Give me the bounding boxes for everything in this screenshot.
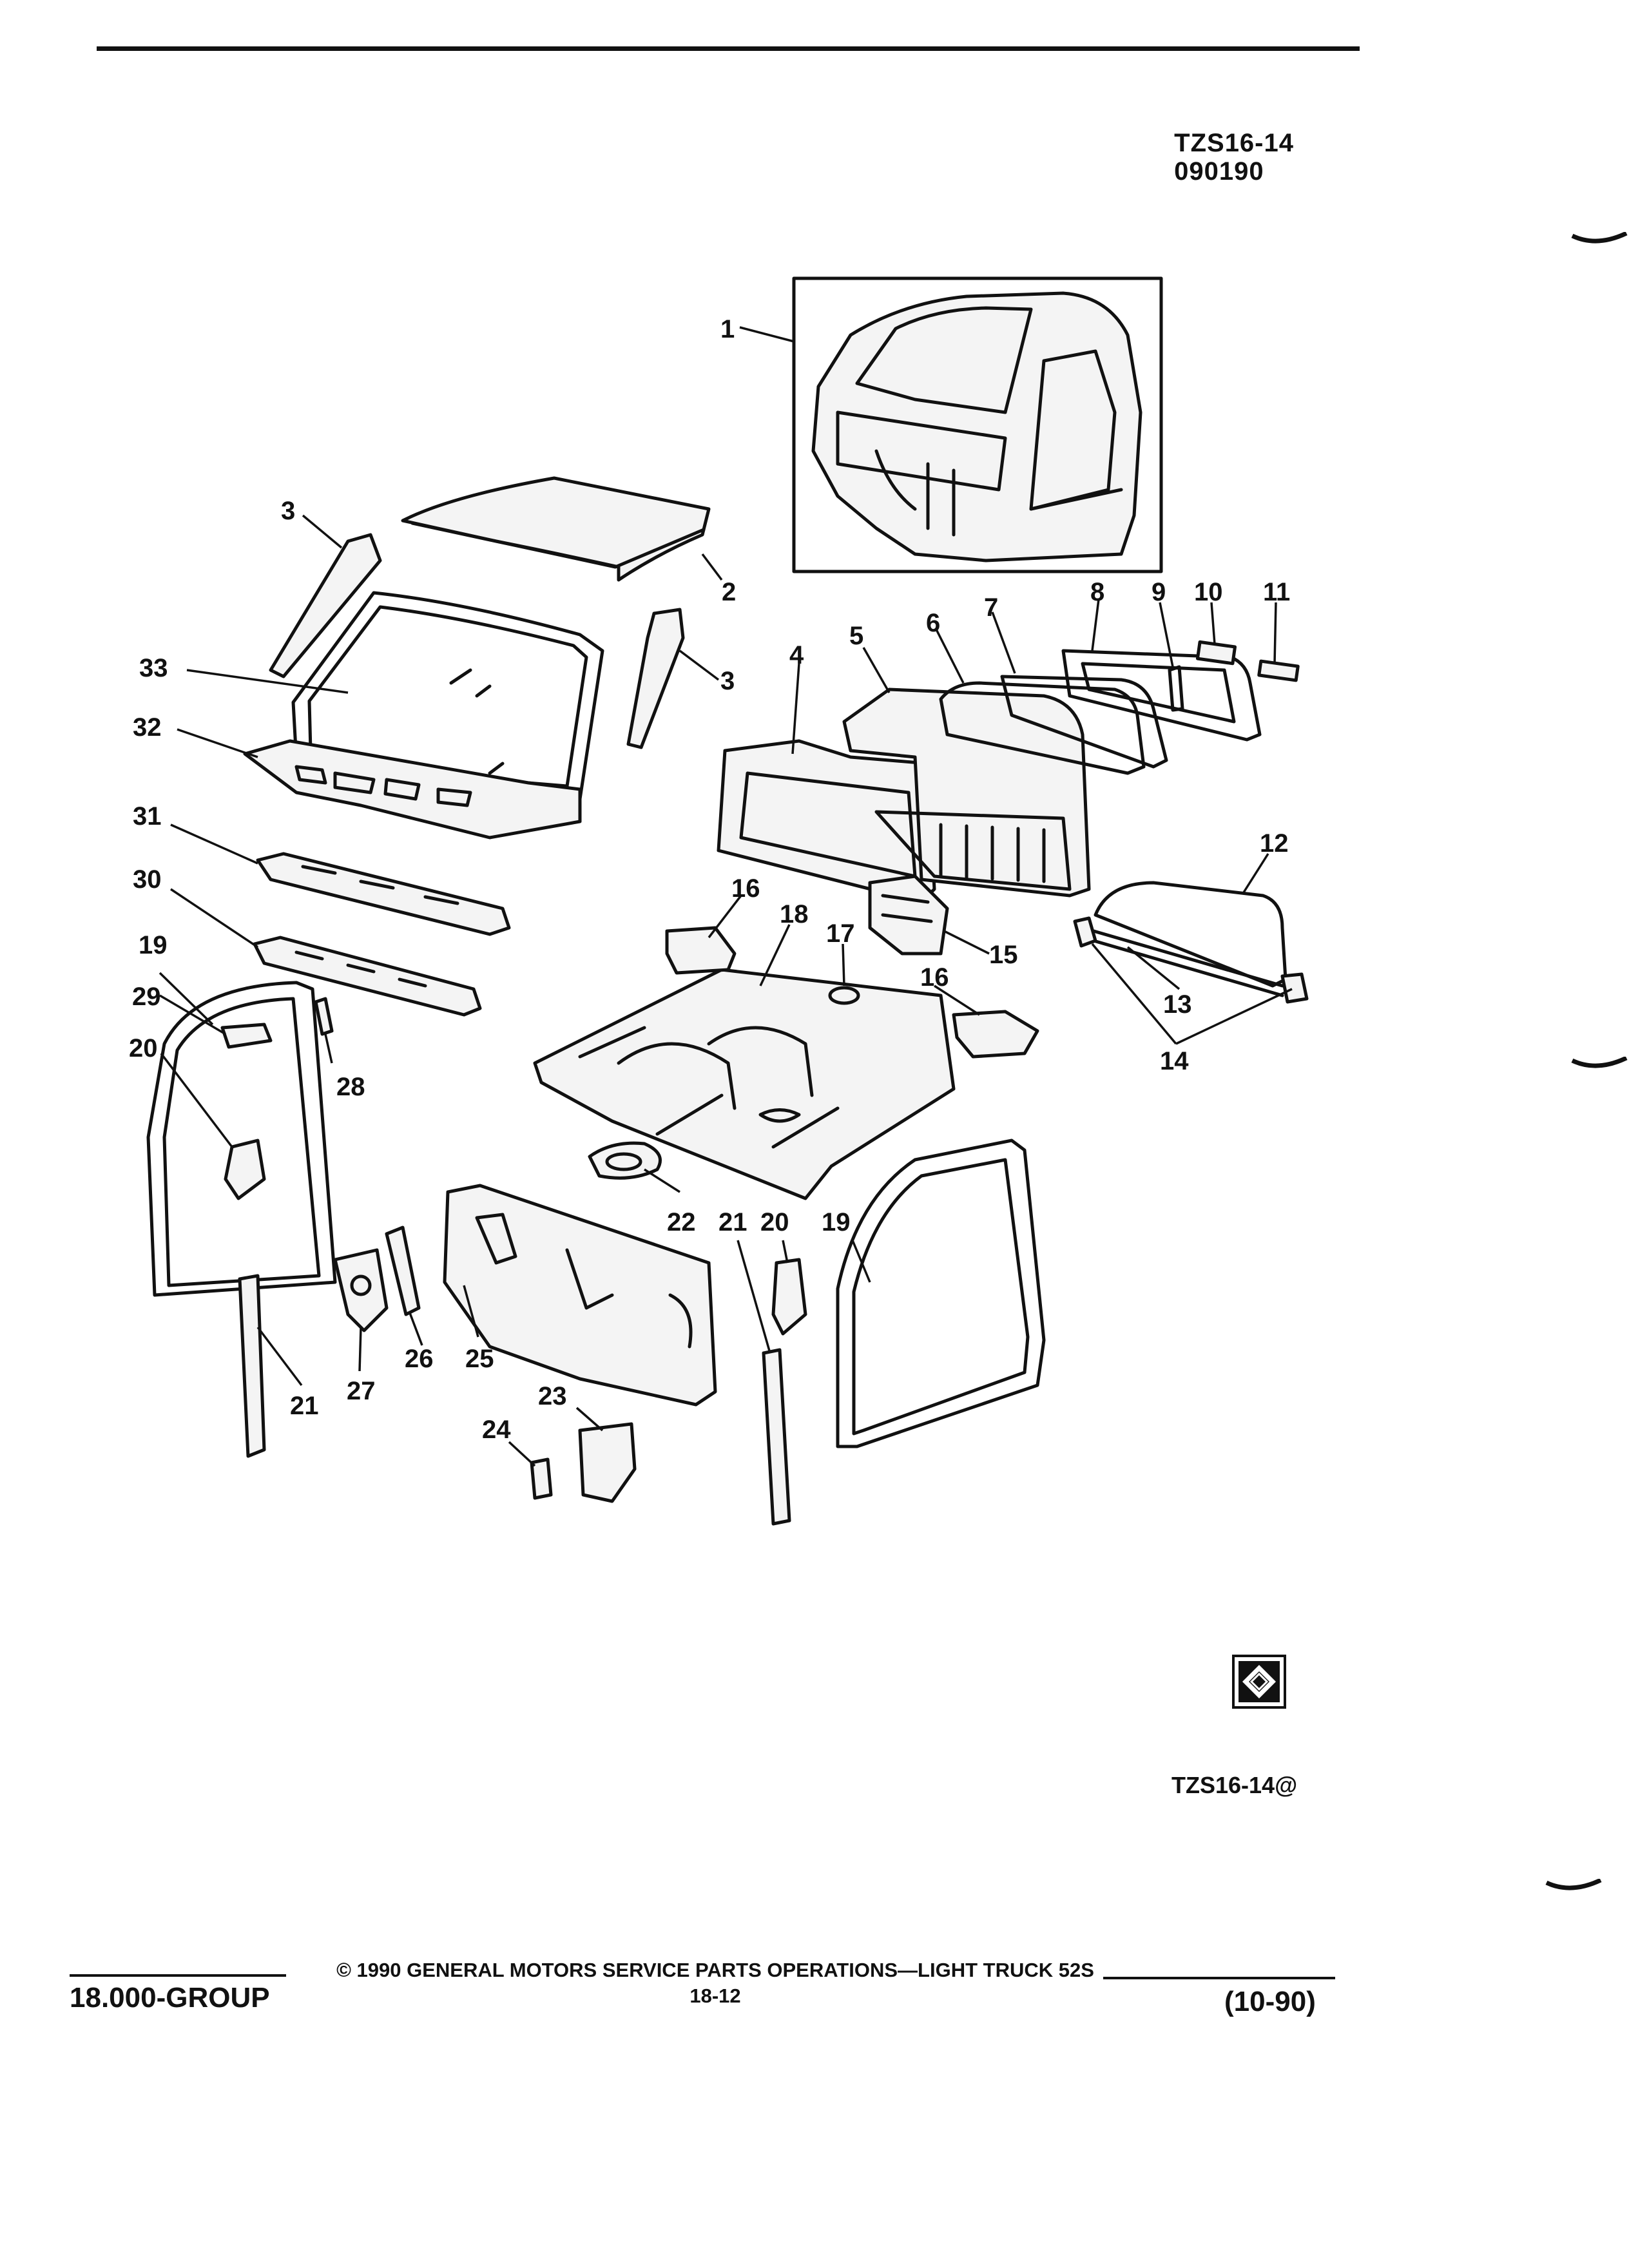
callout-25: 25: [465, 1345, 494, 1373]
part-1-cab-assembly: [792, 276, 1163, 573]
part-3-pillar-right: [626, 608, 685, 749]
callout-3-right: 3: [720, 667, 735, 695]
part-27-dash-bracket: [333, 1248, 389, 1332]
footer-rule-left: [70, 1974, 286, 1977]
callout-6: 6: [926, 609, 940, 637]
document-code-line-1: TZS16-14: [1174, 129, 1294, 157]
footer-revision: (10-90): [1224, 1986, 1316, 2017]
callout-20-right: 20: [760, 1208, 789, 1236]
part-10-latch-block: [1195, 640, 1237, 666]
callout-19-right: 19: [822, 1208, 851, 1236]
part-14-seal-ends: [1073, 916, 1309, 1004]
callout-21-left: 21: [290, 1392, 319, 1420]
part-23-kick-panel: [578, 1422, 637, 1503]
part-5-back-panel-frame: [842, 687, 1091, 898]
callout-22: 22: [667, 1208, 696, 1236]
part-30-lower-cowl-brace: [253, 936, 482, 1017]
part-24-small-bracket: [530, 1457, 553, 1500]
binding-mark-icon: [1545, 1879, 1602, 1890]
callout-27: 27: [347, 1377, 376, 1405]
footer-rule-right: [1103, 1977, 1335, 1979]
binding-mark-icon: [1571, 1057, 1628, 1068]
document-code: TZS16-14 090190: [1174, 129, 1294, 186]
top-rule: [97, 46, 1360, 51]
callout-32: 32: [133, 713, 162, 742]
part-2-roof-panel: [401, 476, 711, 582]
callout-3-left: 3: [281, 497, 295, 525]
callout-23: 23: [538, 1382, 567, 1410]
callout-5: 5: [849, 622, 863, 650]
part-7-rear-window-glass: [1000, 675, 1168, 769]
footer-page-number: 18-12: [689, 1984, 741, 2007]
footer-center-block: © 1990 GENERAL MOTORS SERVICE PARTS OPER…: [303, 1957, 1128, 2009]
callout-28: 28: [336, 1073, 365, 1101]
part-20-right-hinge-pillar: [771, 1258, 807, 1336]
part-11-window-stop: [1257, 659, 1300, 682]
binding-mark-icon: [1571, 232, 1628, 244]
callout-7: 7: [984, 593, 998, 622]
callout-14: 14: [1160, 1047, 1189, 1075]
callout-17: 17: [826, 919, 855, 948]
figure-id: TZS16-14@: [1171, 1772, 1298, 1798]
part-9-window-latch: [1168, 665, 1184, 712]
callout-20-left: 20: [129, 1034, 158, 1062]
callout-labels: 1 2 3 3 4 5 6 7 8 9 10 11 12 13 14 15 16…: [129, 315, 1290, 1444]
callout-8: 8: [1090, 578, 1104, 606]
part-26-dash-extension: [385, 1225, 421, 1316]
part-19-right-door-frame: [836, 1139, 1046, 1448]
gm-parts-logo-icon: [1232, 1655, 1286, 1709]
callout-16-upper: 16: [731, 874, 760, 903]
callout-9: 9: [1152, 578, 1166, 606]
callout-11: 11: [1263, 578, 1290, 606]
part-22-floor-cover-plate: [588, 1141, 662, 1180]
part-25-dash-panel: [443, 1184, 717, 1407]
callout-33: 33: [139, 654, 168, 682]
callout-31: 31: [133, 802, 162, 831]
callout-2: 2: [722, 578, 736, 606]
callout-19-left: 19: [139, 931, 168, 959]
part-6-rear-window-seal: [939, 681, 1146, 775]
callout-15: 15: [989, 941, 1018, 969]
part-31-upper-cowl-brace: [256, 852, 511, 936]
callout-29: 29: [132, 983, 161, 1011]
part-16-seat-bracket-upper: [665, 926, 737, 975]
callout-26: 26: [405, 1345, 434, 1373]
callout-30: 30: [133, 865, 162, 894]
callout-16-lower: 16: [920, 963, 949, 992]
footer-group: 18.000-GROUP: [70, 1982, 270, 2013]
part-12-back-window-seal: [1094, 881, 1287, 988]
part-17-grommet: [828, 986, 860, 1005]
callout-1: 1: [720, 315, 735, 343]
callout-21-right: 21: [718, 1208, 747, 1236]
leader-lines: [159, 326, 1293, 1467]
part-16-seat-bracket-lower: [952, 1010, 1039, 1059]
part-3-pillar-left: [269, 533, 382, 678]
part-32-cowl-panel: [243, 739, 582, 840]
part-21-right-pillar-reinforcement: [762, 1348, 791, 1526]
callout-10: 10: [1194, 578, 1223, 606]
callout-18: 18: [780, 900, 809, 928]
callout-4: 4: [789, 641, 804, 669]
part-13-seal-strip: [1081, 926, 1284, 997]
callout-12: 12: [1260, 829, 1289, 858]
footer-copyright: © 1990 GENERAL MOTORS SERVICE PARTS OPER…: [336, 1959, 1094, 1981]
part-28-striker: [314, 997, 334, 1036]
callout-13: 13: [1163, 990, 1192, 1019]
part-15-floor-bracket: [868, 874, 949, 956]
part-19-left-door-frame: [146, 981, 337, 1297]
document-code-line-2: 090190: [1174, 157, 1264, 186]
part-29-hinge-plate: [220, 1023, 273, 1049]
part-21-left-pillar-reinforcement: [238, 1274, 266, 1458]
callout-24: 24: [482, 1416, 511, 1444]
part-20-left-hinge-pillar: [224, 1139, 266, 1200]
part-18-floor-panel: [533, 968, 956, 1200]
